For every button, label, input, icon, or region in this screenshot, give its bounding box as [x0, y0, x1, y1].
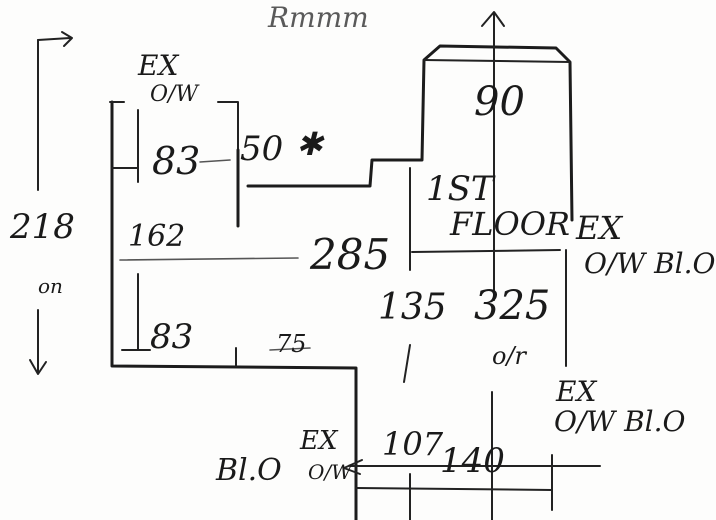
height-unit-label: on — [38, 274, 63, 298]
overall-height-arrow — [29, 31, 73, 375]
dimension-star: 50 — [240, 129, 284, 169]
first-floor-outline — [403, 167, 567, 383]
dimension-top-right: 90 — [474, 79, 525, 125]
dimension-main-width: 285 — [310, 230, 391, 279]
blo-label: Bl.O — [216, 453, 282, 488]
dimension-mid-left: 162 — [128, 219, 186, 254]
ex-top-label: EX — [138, 49, 179, 82]
dimension-bottom-right: 140 — [440, 441, 505, 481]
dimension-overall-height: 218 — [10, 207, 75, 247]
left-wall-outline — [109, 100, 358, 520]
dimension-right: 325 — [474, 283, 551, 329]
dimension-lower-left: 83 — [150, 317, 194, 357]
dimension-bottom-mid: 107 — [382, 425, 444, 463]
sketch-title: Rmmm — [268, 1, 369, 34]
ex-bottom-label: EX — [300, 426, 338, 456]
first-floor-sub-label: FLOOR — [450, 205, 571, 243]
op-label: o/r — [492, 342, 527, 370]
bottom-wall-outline — [343, 391, 601, 520]
ex-right-sub-label: O/W Bl.O — [584, 247, 716, 280]
north-arrow-line — [481, 11, 505, 301]
ex-right-lower-label: EX — [556, 375, 597, 408]
dimension-top-left: 83 — [152, 139, 201, 183]
dimension-lower-mid: 75 — [276, 330, 307, 358]
ex-right-lower-sub-label: O/W Bl.O — [554, 405, 686, 438]
stepped-top-wall — [246, 44, 574, 222]
first-floor-label: 1ST — [426, 169, 494, 209]
ex-bottom-sub-label: O/W — [308, 460, 352, 484]
ex-top-sub-label: O/W — [150, 82, 199, 107]
dimension-center: 135 — [378, 287, 447, 328]
ex-right-label: EX — [576, 209, 623, 247]
star-icon: ✱ — [296, 125, 323, 163]
